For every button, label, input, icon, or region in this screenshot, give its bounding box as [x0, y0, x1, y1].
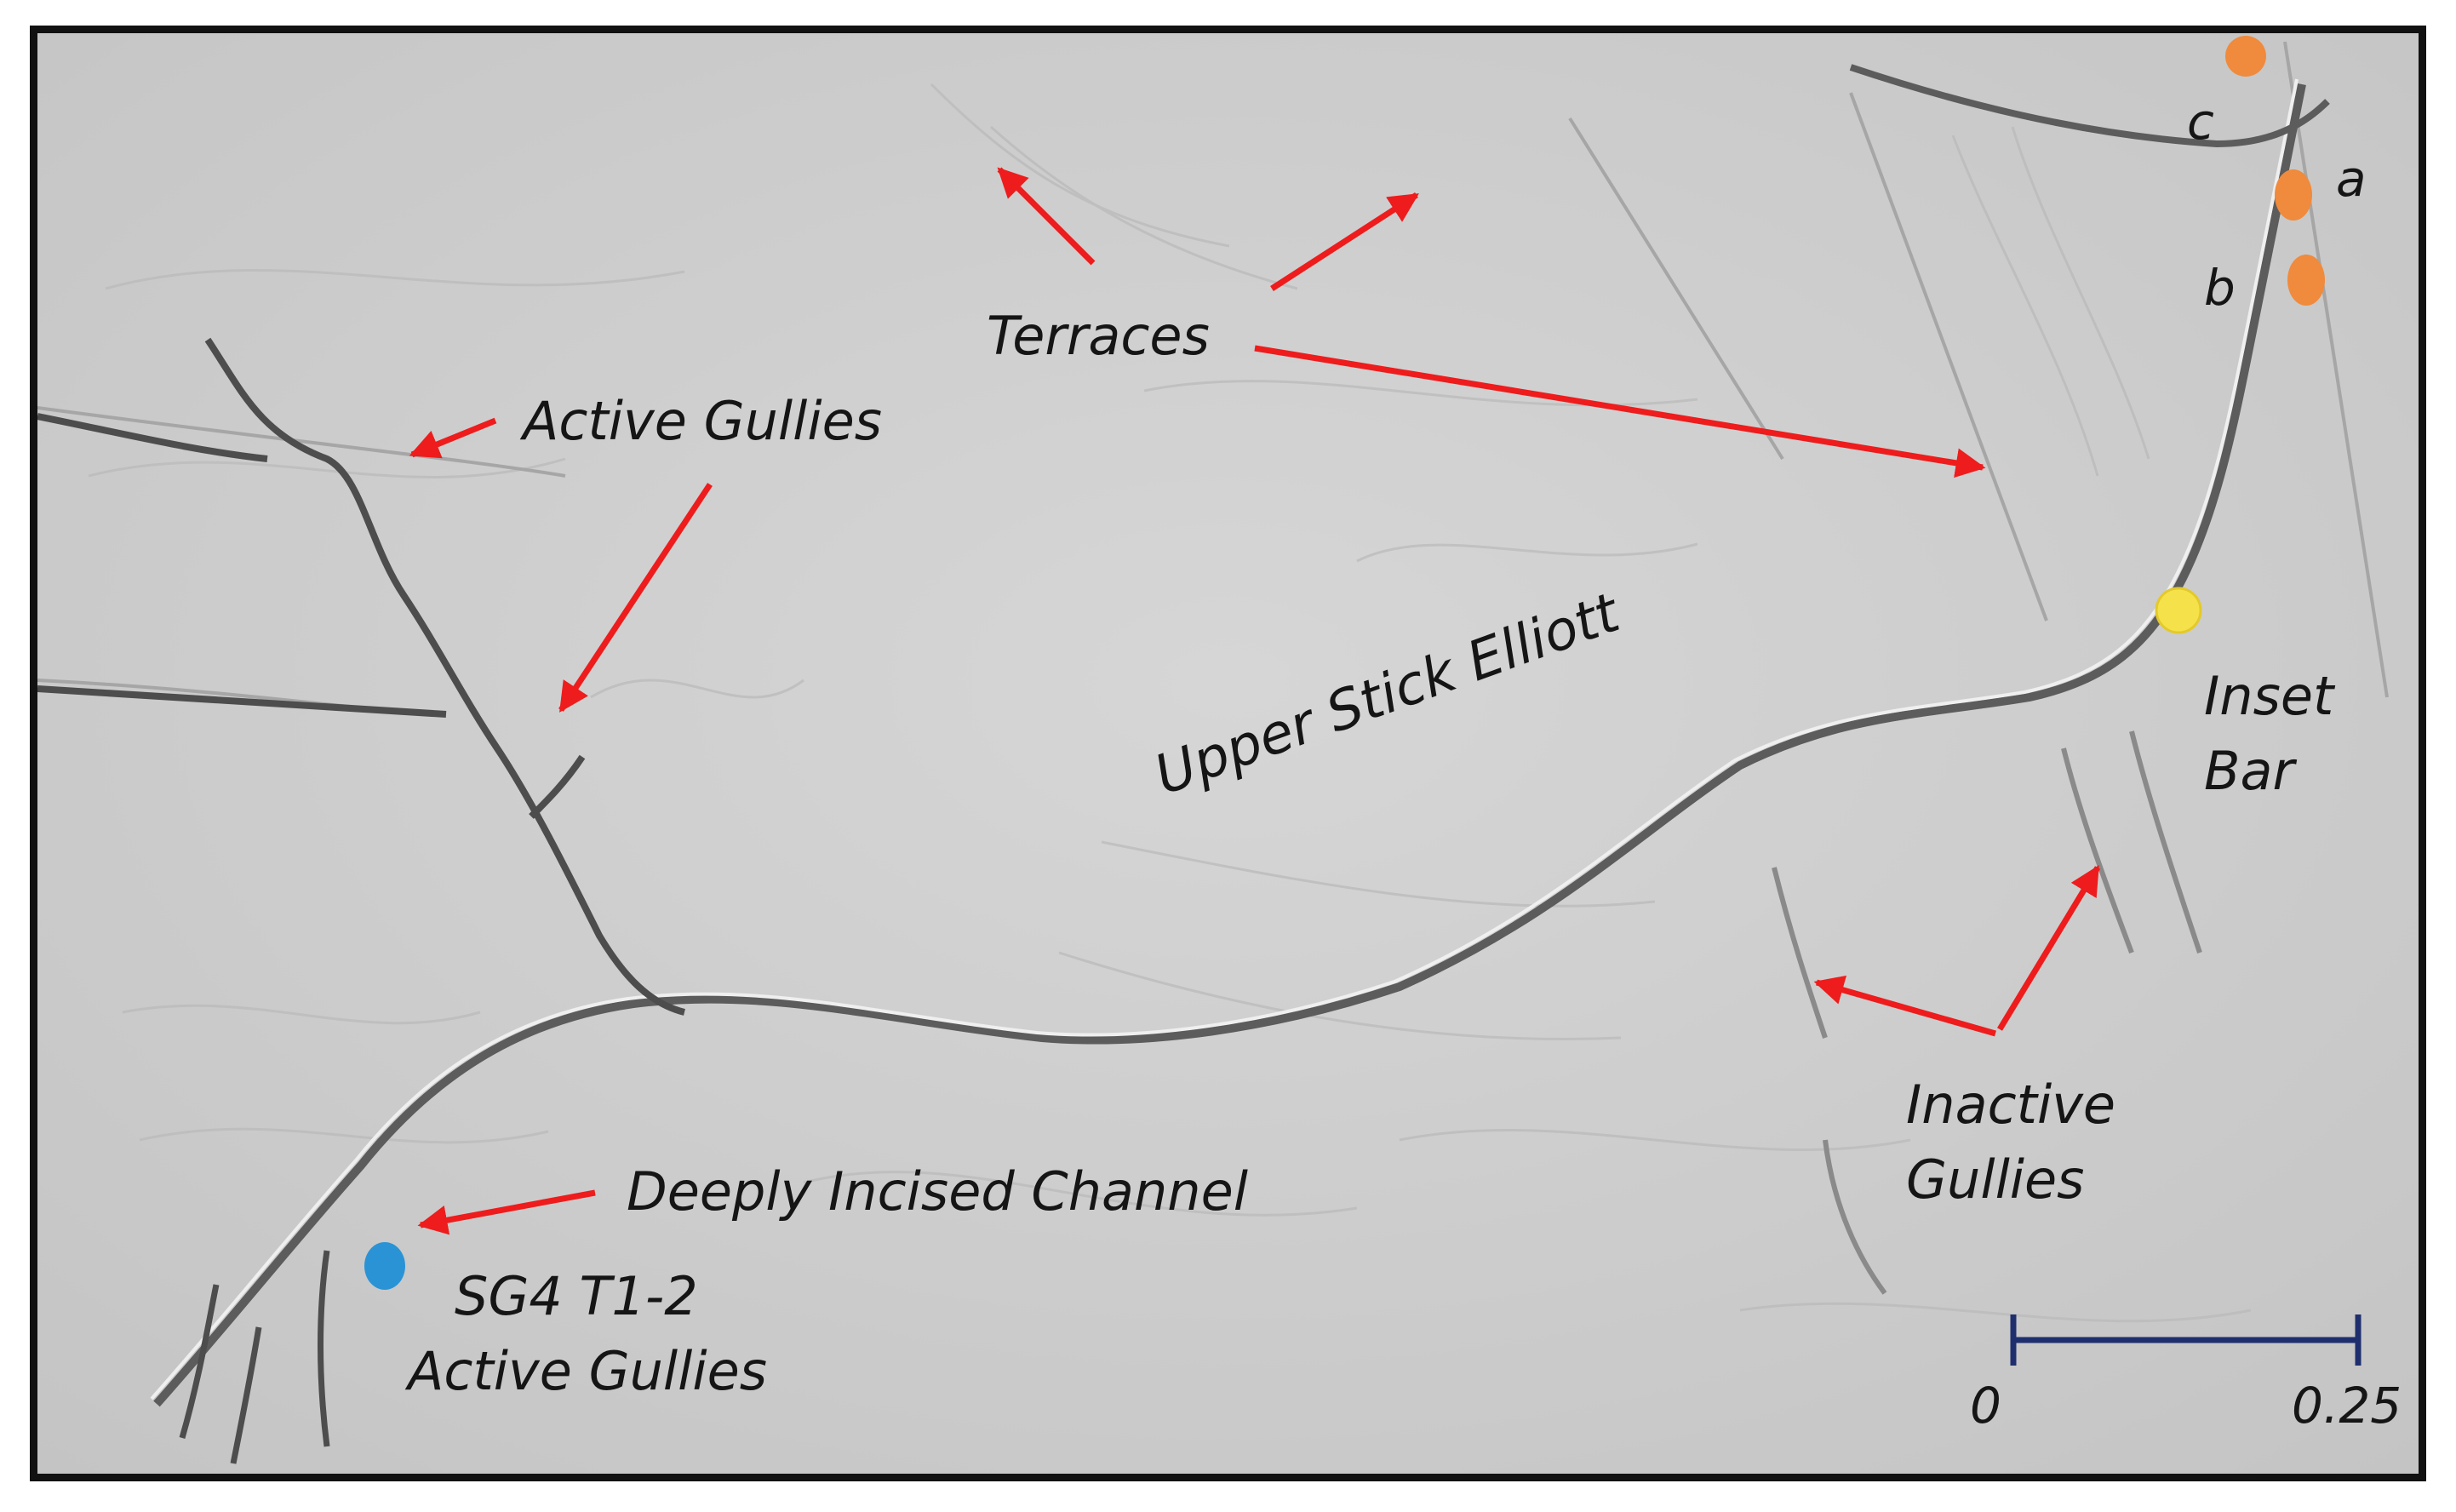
site-letter-b: b — [2204, 259, 2236, 317]
site-marker-a — [2275, 169, 2312, 220]
annotation-arrows — [409, 167, 2100, 1235]
scale-bar — [2010, 1314, 2362, 1366]
arrow-inactive-gullies-a — [1813, 975, 1996, 1037]
sg4-label: SG4 T1-2 Active Gullies — [408, 1259, 767, 1409]
sg4-label-line1: SG4 T1-2 — [455, 1265, 698, 1327]
sg4-gully-network — [179, 1250, 330, 1464]
hillshade-map — [37, 33, 2419, 1474]
inactive-gully-network — [1772, 730, 2202, 1295]
terraces-label: Terraces — [987, 305, 1210, 367]
active-gully-network — [37, 337, 686, 1016]
arrow-active-gullies-a — [409, 417, 497, 459]
arrow-channel — [417, 1189, 596, 1235]
site-letter-a: a — [2336, 150, 2367, 208]
arrow-terraces-a — [997, 167, 1096, 266]
arrow-terraces-b — [1270, 192, 1419, 291]
inactive-gullies-label-line1: Inactive — [1906, 1074, 2116, 1136]
terrain-texture — [88, 83, 2252, 1323]
inset-bar-label-line1: Inset — [2204, 665, 2334, 727]
inset-bar-label-line2: Bar — [2204, 740, 2295, 803]
deeply-incised-channel-label: Deeply Incised Channel — [627, 1160, 1248, 1223]
arrow-inactive-gullies-b — [1997, 865, 2100, 1031]
inactive-gullies-label-line2: Gullies — [1906, 1148, 2085, 1211]
inset-bar-marker — [2155, 587, 2202, 634]
sg4-site-marker — [364, 1242, 405, 1290]
scale-bar-end-label: 0.25 — [2292, 1377, 2402, 1435]
site-marker-b — [2287, 255, 2325, 306]
scale-bar-start-label: 0 — [1970, 1377, 2001, 1435]
map-frame: Terraces Active Gullies Upper Stick Elli… — [30, 26, 2426, 1481]
site-letter-c: c — [2187, 93, 2214, 151]
inset-bar-label: Inset Bar — [2204, 659, 2333, 809]
arrow-terraces-c — [1254, 345, 1986, 478]
linear-features — [37, 41, 2389, 716]
arrow-active-gullies-b — [558, 483, 713, 713]
inactive-gullies-label: Inactive Gullies — [1906, 1068, 2115, 1217]
channel-highlight — [150, 78, 2299, 1400]
tributary-channel — [1849, 64, 2330, 148]
main-channel — [153, 83, 2306, 1407]
sg4-label-line2: Active Gullies — [408, 1340, 768, 1403]
site-marker-c — [2225, 36, 2266, 77]
active-gullies-label: Active Gullies — [523, 390, 883, 452]
